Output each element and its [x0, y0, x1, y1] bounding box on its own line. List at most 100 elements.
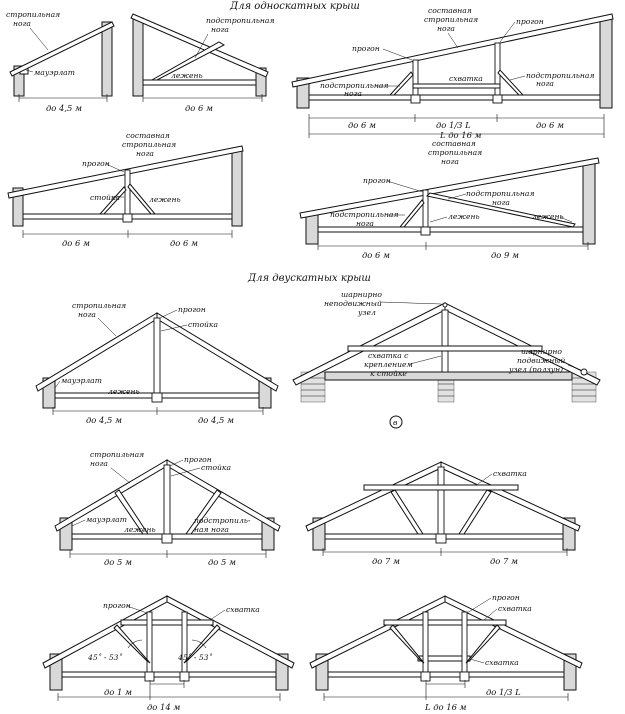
svg-text:неподвижный: неподвижный: [324, 299, 382, 308]
label-rafter-2: нога: [13, 19, 31, 28]
svg-text:до 6 м: до 6 м: [348, 120, 376, 130]
svg-text:прогон: прогон: [363, 176, 391, 185]
svg-text:нога: нога: [78, 310, 96, 319]
svg-text:в: в: [393, 418, 398, 427]
skhvatka-tie: [363, 484, 519, 491]
strut-right: [183, 624, 221, 664]
lezhen-beam: [327, 671, 565, 678]
angle-arc-left: [127, 639, 143, 649]
strut-left: [98, 186, 127, 215]
svg-text:схватка: схватка: [485, 658, 519, 667]
svg-text:до 1/3 L: до 1/3 L: [486, 687, 521, 697]
skhvatka-tie: [412, 83, 501, 89]
hinge-sliding-node: [580, 368, 588, 376]
left-wall: [12, 187, 24, 227]
label-skhvatka: схватка: [449, 74, 483, 83]
lezhen-beam: [308, 94, 601, 101]
post: [153, 317, 161, 394]
label-mauerlat: мауэрлат: [34, 68, 75, 77]
label-composite: составная: [428, 6, 472, 15]
svg-text:до 5 м: до 5 м: [208, 557, 236, 567]
svg-text:до 5 м: до 5 м: [104, 557, 132, 567]
dim-label: до 4,5 м: [46, 103, 82, 113]
skhvatka-top: [383, 619, 507, 626]
strut-left: [389, 624, 425, 664]
svg-text:составная: составная: [432, 139, 476, 148]
svg-text:стропильная: стропильная: [90, 450, 144, 459]
svg-text:нога: нога: [536, 79, 554, 88]
diagram-mono-1: до 4,5 м стропильная нога мауэрлат: [6, 10, 115, 113]
svg-text:подстропильная: подстропильная: [466, 189, 534, 198]
svg-text:прогон: прогон: [178, 305, 206, 314]
svg-text:прогон: прогон: [184, 455, 212, 464]
strut-left: [114, 489, 149, 535]
svg-text:прогон: прогон: [103, 601, 131, 610]
section-title-mono-pitch: Для односкатных крыш: [229, 1, 360, 12]
svg-text:до 4,5 м: до 4,5 м: [198, 415, 234, 425]
svg-text:до 6 м: до 6 м: [536, 120, 564, 130]
rafter-leg: [130, 13, 269, 78]
lezhen-beam: [317, 226, 584, 233]
svg-text:схватка с: схватка с: [368, 351, 409, 360]
svg-text:стойка: стойка: [188, 320, 218, 329]
svg-text:до 6 м: до 6 м: [170, 238, 198, 248]
sub-rafter-left: [388, 71, 414, 96]
svg-text:L до 16 м: L до 16 м: [439, 130, 482, 140]
svg-text:прогон: прогон: [492, 593, 520, 602]
floor-slab: [324, 371, 573, 381]
left-wall: [132, 17, 144, 97]
svg-text:схватка: схватка: [493, 469, 527, 478]
strut-right: [127, 183, 157, 215]
label-sub-rafter: подстропильная: [206, 16, 274, 25]
svg-text:стропильная: стропильная: [72, 301, 126, 310]
svg-text:нога: нога: [211, 25, 229, 34]
right-wall: [231, 149, 243, 227]
svg-text:подстропиль-: подстропиль-: [194, 516, 251, 525]
right-wall: [599, 17, 613, 109]
composite-rafter: [299, 157, 600, 219]
svg-text:к стойке: к стойке: [370, 369, 407, 378]
strut-left: [113, 624, 151, 664]
diagram-gable-4: до 7 м до 7 м схватка: [305, 461, 581, 566]
label-progon: прогон: [516, 17, 544, 26]
svg-text:нога: нога: [344, 89, 362, 98]
svg-text:прогон: прогон: [352, 44, 380, 53]
diagram-gable-5: 45˚ - 53˚ 45˚ - 53˚ до 1 м до 14 м прого…: [42, 595, 295, 712]
svg-text:стойка: стойка: [201, 463, 231, 472]
label-lezhen: лежень: [171, 71, 203, 80]
svg-text:составная: составная: [126, 131, 170, 140]
label-angle-right: 45˚ - 53˚: [177, 653, 213, 662]
svg-text:до 1/3 L: до 1/3 L: [436, 120, 471, 130]
svg-text:до 6 м: до 6 м: [185, 103, 213, 113]
strut-left: [390, 489, 424, 535]
section-title-gable: Для двускатных крыш: [247, 273, 371, 284]
diagram-mono-5: до 6 м до 9 м составная стропильная нога…: [299, 139, 600, 260]
diagram-gable-1: до 4,5 м до 4,5 м стропильная нога прого…: [35, 301, 279, 425]
circle-marker: [389, 415, 403, 429]
svg-text:нога: нога: [437, 24, 455, 33]
rafter-right: [444, 595, 583, 669]
svg-text:стропильная: стропильная: [428, 148, 482, 157]
svg-text:лежень: лежень: [124, 525, 156, 534]
svg-text:лежень: лежень: [149, 195, 181, 204]
svg-text:до 7 м: до 7 м: [372, 556, 400, 566]
svg-text:прогон: прогон: [82, 159, 110, 168]
strut-left: [398, 199, 425, 228]
svg-text:подвижный: подвижный: [517, 356, 565, 365]
post: [124, 169, 131, 215]
strut-right: [458, 489, 492, 535]
svg-text:нога: нога: [356, 219, 374, 228]
lezhen-beam: [61, 671, 277, 678]
composite-rafter: [291, 13, 614, 88]
diagram-mono-2: до 6 м подстропильная нога лежень: [130, 13, 274, 113]
right-wall: [101, 21, 113, 97]
svg-text:L до 16 м: L до 16 м: [424, 702, 467, 712]
svg-text:лежень: лежень: [532, 212, 564, 221]
svg-text:креплением: креплением: [364, 360, 413, 369]
svg-text:стропильная: стропильная: [424, 15, 478, 24]
svg-text:до 7 м: до 7 м: [490, 556, 518, 566]
svg-text:схватка: схватка: [498, 604, 532, 613]
svg-text:лежень: лежень: [108, 387, 140, 396]
post: [163, 464, 171, 535]
